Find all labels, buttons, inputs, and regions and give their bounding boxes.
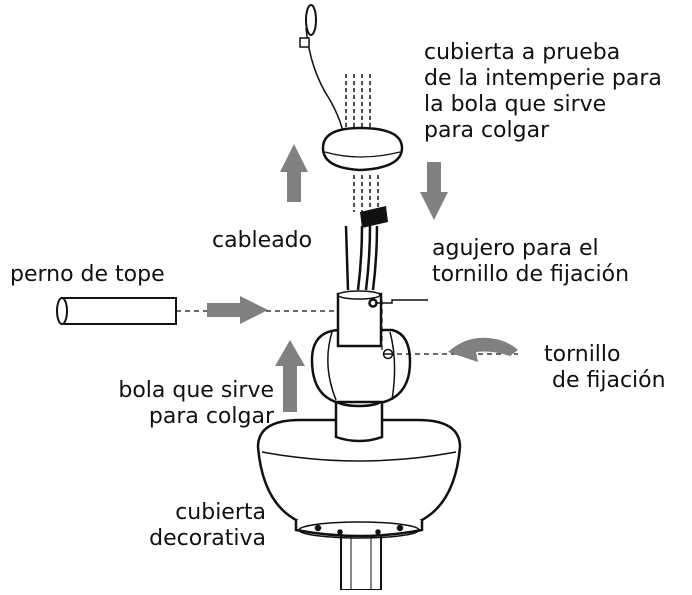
hanger-ball	[310, 328, 412, 404]
stop-pin	[56, 297, 177, 325]
label-set-screw-hole: agujero para el tornillo de fijación	[432, 236, 630, 287]
downrod-upper	[336, 290, 383, 348]
wiring-bundle	[343, 175, 379, 291]
grey-arrows	[207, 144, 518, 412]
set-screw-hole	[368, 298, 378, 308]
set-screw	[382, 348, 394, 360]
safety-cable	[299, 4, 344, 133]
wires-above-cover	[345, 74, 371, 132]
weather-cover	[321, 126, 404, 172]
up-arrow-wiring	[280, 144, 308, 202]
label-decorative-cover: cubierta decorativa	[149, 500, 266, 551]
label-hanger-ball: bola que sirve para colgar	[118, 378, 274, 429]
label-wiring: cableado	[212, 228, 313, 253]
decorative-canopy	[256, 418, 462, 539]
guide-lines	[176, 300, 518, 355]
down-arrow-cover	[420, 162, 448, 220]
label-weather-cover: cubierta a prueba de la intemperie para …	[424, 40, 662, 143]
curved-arrow-screw	[448, 337, 518, 362]
label-stop-pin: perno de tope	[10, 262, 165, 287]
leader-lines	[377, 299, 428, 304]
right-arrow-pin	[207, 296, 268, 324]
electrical-tape	[360, 206, 388, 228]
label-set-screw: tornillo de fijación	[544, 342, 666, 393]
up-arrow-ball	[275, 340, 305, 412]
